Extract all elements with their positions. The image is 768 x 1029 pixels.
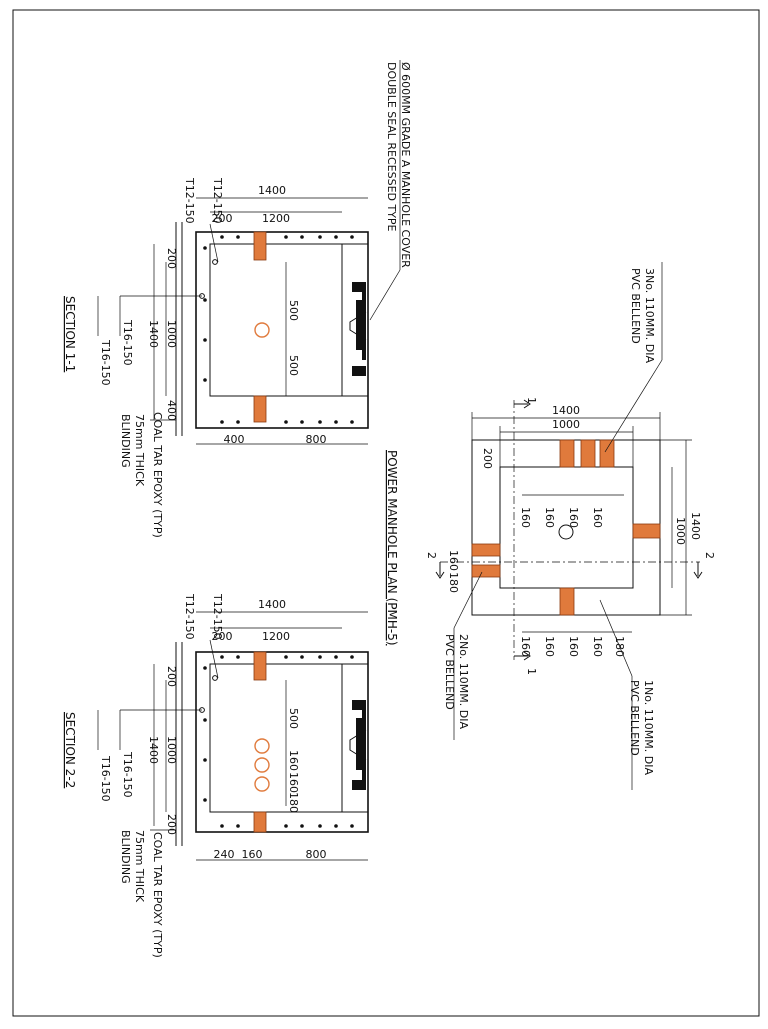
sec2-pipe (254, 757, 270, 773)
plan-spacing: 160 (447, 550, 460, 571)
plan-pvc-duct (632, 523, 661, 539)
plan-dim-right-outer: 1400 (689, 512, 702, 540)
sec2-pipe (254, 776, 270, 792)
plan-spacing: 180 (447, 572, 460, 593)
sec2-pipe (254, 738, 270, 754)
sec2-wall-200: 200 (212, 630, 233, 643)
plan-note-1no: 1No. 110MM. DIA (642, 680, 655, 775)
sec1-slab: 200 (165, 248, 178, 269)
sec2-height: 1400 (147, 736, 160, 764)
sec1-bar-label: T16-150 (99, 339, 112, 386)
sec1-height: 1000 (165, 320, 178, 348)
sec1-height: 1400 (147, 320, 160, 348)
plan-spacing: 160 (543, 636, 556, 657)
plan-dim-outer: 1400 (552, 404, 580, 417)
sec1-note-blind-2: BLINDING (119, 414, 132, 468)
plan-note-2no-2: PVC BELLEND (443, 634, 456, 710)
sec1-dim: 500 (287, 300, 300, 321)
sec1-wall-200: 200 (212, 212, 233, 225)
sec1-bar-label: T12-150 (183, 177, 196, 224)
sec1-dim-outer: 1400 (258, 184, 286, 197)
plan-pvc-duct (471, 564, 501, 578)
plan-section-mark-1: 1 (525, 397, 538, 404)
plan-wall-dim: 200 (481, 448, 494, 469)
sec1-chamber (209, 243, 343, 397)
plan-pvc-duct (599, 439, 615, 468)
sec2-pvc (253, 811, 267, 833)
sec1-slab: 400 (165, 400, 178, 421)
sec2-dim-bot: 240 (214, 848, 235, 861)
sec1-pipe (254, 322, 270, 338)
sec2-note-blind-2: BLINDING (119, 830, 132, 884)
sec2-height: 1000 (165, 736, 178, 764)
sec2-rebar (199, 655, 354, 828)
sec2-bar-label: T12-150 (183, 593, 196, 640)
plan-spacing: 160 (543, 507, 556, 528)
sec1-rebar (199, 235, 354, 424)
sec1-title: SECTION 1-1 (63, 296, 77, 372)
sec1-bar-label: T16-150 (121, 319, 134, 366)
sec2-dim: 500 (287, 708, 300, 729)
sec2-chamber (209, 663, 343, 813)
plan-spacing: 160 (591, 507, 604, 528)
sec2-dim-bot: 800 (306, 848, 327, 861)
plan-spacing: 160 (591, 636, 604, 657)
sec2-bar-label: T16-150 (99, 755, 112, 802)
sec2-slab: 200 (165, 814, 178, 835)
sec2-dim: 160 (287, 772, 300, 793)
sec2-slab: 200 (165, 666, 178, 687)
manhole-plan: 1400 1000 1 1 2 2 160 160 160 160 160 16… (385, 262, 716, 790)
sec2-pvc (253, 651, 267, 681)
sec1-dim: 500 (287, 355, 300, 376)
sec2-note-epoxy: COAL TAR EPOXY (TYP) (151, 832, 164, 958)
sec2-dim-bot: 160 (242, 848, 263, 861)
sec1-dim-inner: 1200 (262, 212, 290, 225)
sec1-dim-bot: 800 (306, 433, 327, 446)
plan-pvc-duct (471, 543, 501, 557)
sec1-cover-note: Ø 600MM GRADE A MANHOLE COVER (399, 62, 412, 268)
sec1-note-epoxy: COAL TAR EPOXY (TYP) (151, 412, 164, 538)
sec2-dim: 160 (287, 750, 300, 771)
sec2-dim: 180 (287, 792, 300, 813)
sec1-bar-label: T12-150 (211, 177, 224, 224)
plan-spacing: 160 (519, 507, 532, 528)
plan-cover-circle (558, 524, 574, 540)
sheet-border (12, 9, 760, 1017)
sec1-dim-bot: 400 (224, 433, 245, 446)
sec2-bar-label: T12-150 (211, 593, 224, 640)
section-1-1: 500 500 1400 1200 200 400 800 1400 1000 … (63, 60, 412, 538)
plan-dim-right-inner: 1000 (674, 517, 687, 545)
sec2-title: SECTION 2-2 (63, 712, 77, 788)
plan-note-3no: 3No. 110MM. DIA (643, 268, 656, 363)
plan-pvc-duct (559, 439, 575, 468)
sec2-bar-label: T16-150 (121, 751, 134, 798)
plan-note-1no-2: PVC BELLEND (628, 680, 641, 756)
plan-title: POWER MANHOLE PLAN (PMH-5) (385, 450, 399, 646)
plan-note-3no-2: PVC BELLEND (629, 268, 642, 344)
plan-note-2no: 2No. 110MM. DIA (457, 634, 470, 729)
plan-pvc-duct (580, 439, 596, 468)
plan-section-mark-2: 2 (425, 552, 438, 559)
sec2-note-blind: 75mm THICK (133, 830, 146, 903)
section-2-2: 500 160 160 180 1400 1200 200 240 160 80… (63, 593, 369, 958)
sec1-cover-note-2: DOUBLE SEAL RECESSED TYPE (385, 62, 398, 232)
plan-pvc-duct (559, 587, 575, 616)
plan-spacing: 160 (519, 636, 532, 657)
plan-section-mark-1b: 1 (525, 668, 538, 675)
sec1-pvc (253, 395, 267, 423)
sec2-dim-inner: 1200 (262, 630, 290, 643)
sec2-dim-outer: 1400 (258, 598, 286, 611)
sec1-note-blind: 75mm THICK (133, 414, 146, 487)
plan-section-mark-2b: 2 (703, 552, 716, 559)
sec1-pvc (253, 231, 267, 261)
plan-dim-inner: 1000 (552, 418, 580, 431)
plan-spacing: 160 (567, 636, 580, 657)
plan-spacing: 160 (567, 507, 580, 528)
